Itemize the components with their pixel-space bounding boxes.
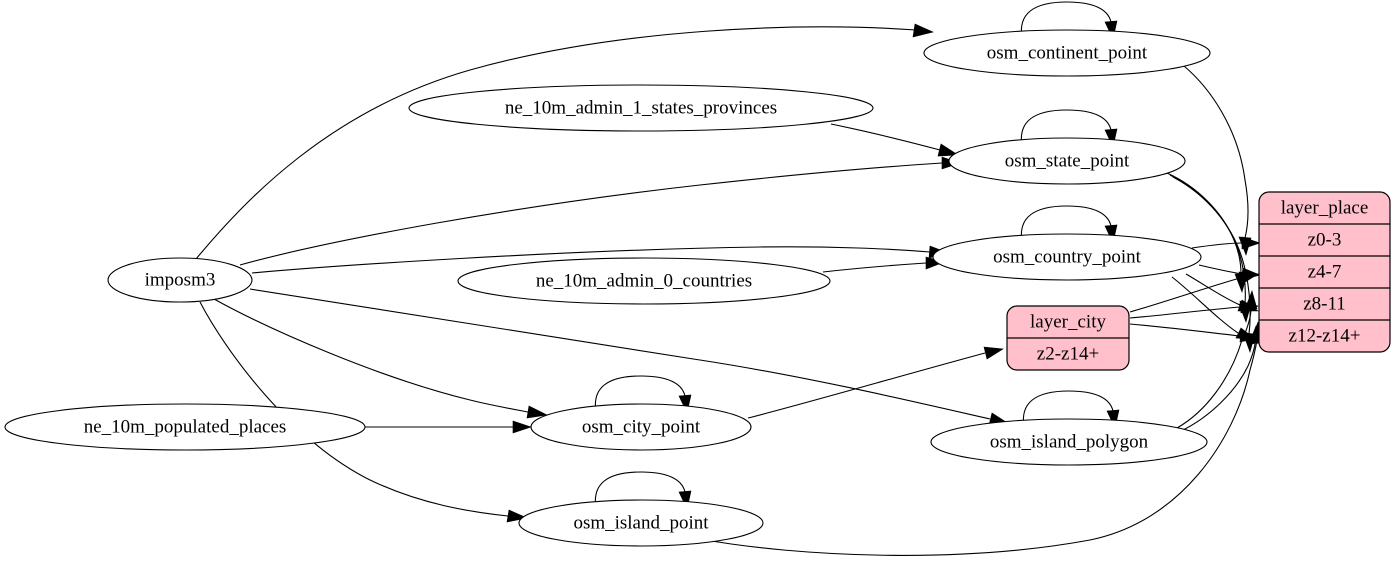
selfloop-osm_country_point bbox=[1020, 205, 1112, 243]
record-row-z0-3[interactable]: z0-3 bbox=[1308, 229, 1342, 250]
edge-osm_country_point-to-layer_place-z8-11 bbox=[1185, 273, 1241, 306]
edge-osm_island_polygon-to-layer_place-z12-z14 bbox=[1180, 343, 1256, 432]
edge-ne_states-to-osm_state_point bbox=[830, 123, 941, 151]
edge-osm_country_point-to-layer_place-z0-3 bbox=[1191, 242, 1243, 249]
arrowhead bbox=[1241, 236, 1261, 250]
node-shape-ellipse bbox=[930, 418, 1208, 466]
record-row-z2-z14[interactable]: z2-z14+ bbox=[1037, 343, 1099, 364]
record-title-layer_city: layer_city bbox=[1030, 311, 1106, 332]
arrowhead bbox=[937, 143, 959, 157]
edge-layer_city-to-layer_place-z12-z14 bbox=[1129, 323, 1241, 337]
node-shape-ellipse bbox=[518, 499, 764, 547]
node-osm_continent_point[interactable]: osm_continent_point bbox=[923, 29, 1211, 77]
arrowhead bbox=[512, 420, 532, 434]
record-row-z4-7[interactable]: z4-7 bbox=[1308, 261, 1342, 282]
node-label: imposm3 bbox=[145, 269, 216, 290]
arrowhead bbox=[1238, 271, 1259, 285]
node-shape-ellipse bbox=[408, 84, 874, 132]
arrowhead bbox=[912, 23, 934, 38]
edge-osm_island_point-to-layer_place-z12-z14 bbox=[699, 339, 1258, 556]
node-label: ne_10m_admin_0_countries bbox=[536, 270, 752, 291]
node-osm_island_polygon[interactable]: osm_island_polygon bbox=[930, 418, 1208, 466]
arrowhead bbox=[1244, 290, 1258, 310]
selfloop-osm_continent_point bbox=[1020, 1, 1112, 39]
edges-group bbox=[195, 1, 1264, 556]
edge-imposm3-to-osm_state_point bbox=[239, 162, 943, 266]
record-body bbox=[1258, 191, 1391, 353]
edge-layer_city-to-layer_place-z4-7 bbox=[1129, 277, 1241, 313]
node-ne_10m_admin_1_states_provinces[interactable]: ne_10m_admin_1_states_provinces bbox=[408, 84, 874, 132]
arrowhead bbox=[526, 405, 548, 419]
node-shape-ellipse bbox=[923, 29, 1211, 77]
node-shape-ellipse bbox=[530, 403, 752, 451]
edge-imposm3-to-osm_island_polygon bbox=[249, 288, 991, 420]
record-layer_place[interactable]: layer_place z0-3 z4-7 z8-11 z12-z14+ bbox=[1258, 191, 1391, 353]
edge-imposm3-to-osm_continent_point bbox=[195, 26, 917, 260]
node-imposm3[interactable]: imposm3 bbox=[107, 257, 253, 303]
node-shape-ellipse bbox=[4, 403, 366, 451]
node-label: osm_continent_point bbox=[987, 42, 1148, 63]
arrowhead bbox=[983, 346, 1004, 360]
node-label: osm_island_point bbox=[573, 512, 709, 533]
node-ne_10m_admin_0_countries[interactable]: ne_10m_admin_0_countries bbox=[457, 257, 831, 305]
selfloop-osm_island_point bbox=[594, 471, 686, 509]
edge-osm_country_point-to-layer_place-z12-z14 bbox=[1171, 276, 1239, 334]
node-label: ne_10m_admin_1_states_provinces bbox=[505, 97, 777, 118]
edge-ne_countries-to-osm_country_point bbox=[822, 262, 927, 273]
node-osm_state_point[interactable]: osm_state_point bbox=[948, 137, 1186, 185]
selfloop-osm_island_polygon bbox=[1022, 390, 1114, 428]
edge-imposm3-to-osm_island_point bbox=[199, 301, 509, 517]
node-osm_city_point[interactable]: osm_city_point bbox=[530, 403, 752, 451]
node-label: osm_country_point bbox=[993, 246, 1141, 267]
edge-imposm3-to-osm_country_point bbox=[251, 246, 931, 274]
edge-osm_country_point-to-layer_place-z4-7 bbox=[1198, 264, 1243, 275]
record-row-z8-11[interactable]: z8-11 bbox=[1303, 293, 1346, 314]
node-label: ne_10m_populated_places bbox=[84, 416, 287, 437]
edge-osm_continent_point-to-layer_place-z0-3 bbox=[1183, 65, 1249, 239]
node-label: osm_island_polygon bbox=[990, 431, 1149, 452]
record-layer_city[interactable]: layer_city z2-z14+ bbox=[1006, 305, 1130, 371]
edge-imposm3-to-osm_city_point bbox=[213, 298, 529, 413]
node-ne_10m_populated_places[interactable]: ne_10m_populated_places bbox=[4, 403, 366, 451]
node-shape-ellipse bbox=[932, 233, 1202, 281]
node-osm_country_point[interactable]: osm_country_point bbox=[932, 233, 1202, 281]
selfloop-osm_state_point bbox=[1020, 109, 1112, 147]
node-label: osm_city_point bbox=[582, 416, 701, 437]
selfloop-osm_city_point bbox=[594, 375, 686, 413]
node-shape-ellipse bbox=[457, 257, 831, 305]
edge-osm_city_point-to-layer_city-z2-z14 bbox=[747, 352, 986, 419]
record-title-layer_place: layer_place bbox=[1281, 197, 1369, 218]
edge-layer_city-to-layer_place-z8-11 bbox=[1129, 306, 1241, 319]
edge-osm_island_polygon-to-layer_place-z8-11 bbox=[1176, 307, 1252, 429]
node-label: osm_state_point bbox=[1005, 150, 1130, 171]
node-osm_island_point[interactable]: osm_island_point bbox=[518, 499, 764, 547]
node-shape-ellipse bbox=[107, 257, 253, 303]
node-shape-ellipse bbox=[948, 137, 1186, 185]
record-row-z12-z14[interactable]: z12-z14+ bbox=[1289, 325, 1361, 346]
